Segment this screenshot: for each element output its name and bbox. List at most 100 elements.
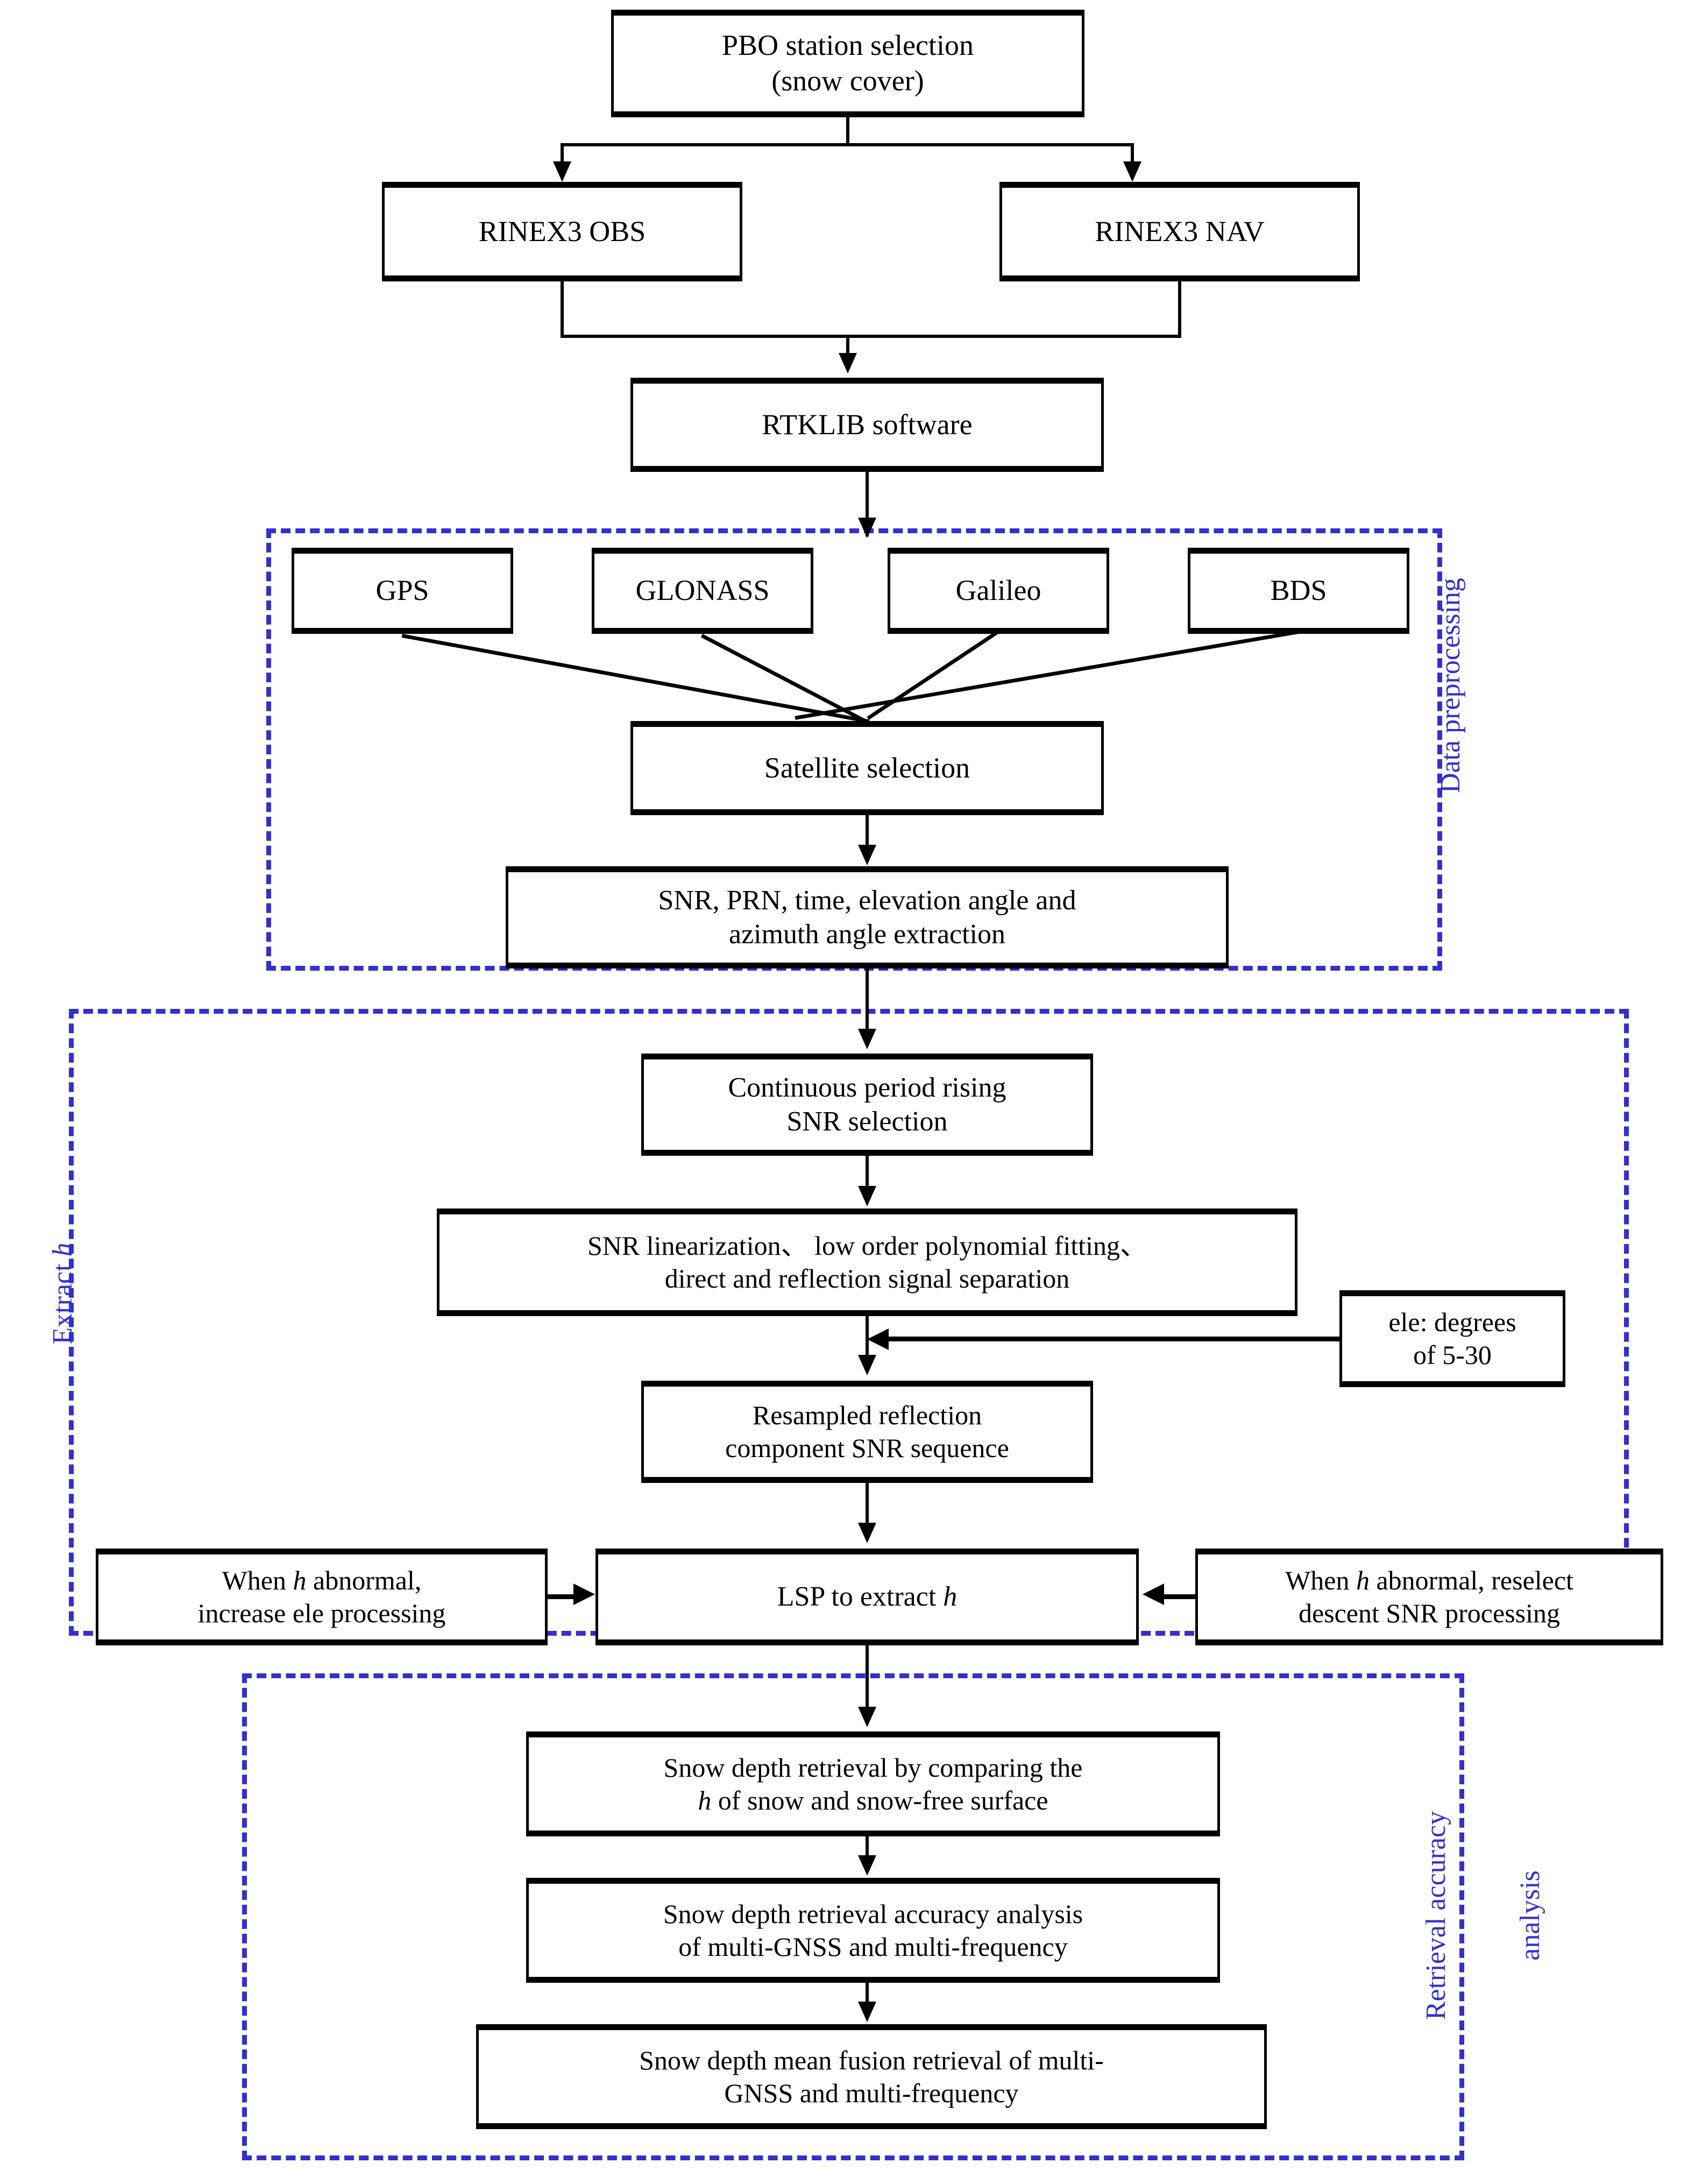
node-label: Snow depth retrieval accuracy analysis o… [658, 1898, 1088, 1963]
node-label: RTKLIB software [762, 408, 973, 441]
node-galileo[interactable]: Galileo [888, 548, 1109, 634]
node-label-line-1: Snow depth mean fusion retrieval of mult… [639, 2045, 1104, 2075]
node-label-line-2: descent SNR processing [1298, 1598, 1561, 1628]
node-ele-degrees[interactable]: ele: degrees of 5-30 [1339, 1290, 1565, 1387]
node-snow-depth-mean-fusion[interactable]: Snow depth mean fusion retrieval of mult… [476, 2024, 1267, 2129]
node-label-line-1: PBO station selection [722, 29, 974, 62]
node-label-line-1: Snow depth retrieval accuracy analysis [663, 1898, 1083, 1929]
region-label-retrieval-accuracy: Retrieval accuracy analysis [1358, 1711, 1545, 2120]
edge-pbo-bus [561, 143, 1134, 146]
arrowhead-to-continuous [858, 1029, 876, 1049]
edge-continuous-down [866, 1156, 869, 1189]
edge-satellite-down [866, 815, 869, 847]
node-label: Resampled reflection component SNR seque… [720, 1399, 1015, 1465]
edge-rtklib-down [866, 472, 869, 536]
edge-pbo-to-obs [561, 143, 564, 166]
edge-ele-to-main [888, 1337, 1342, 1341]
node-snow-depth-accuracy-analysis[interactable]: Snow depth retrieval accuracy analysis o… [526, 1878, 1220, 1983]
node-when-h-abnormal-increase-ele[interactable]: When h abnormal, increase ele processing [96, 1549, 548, 1645]
node-label-italic-h: h [698, 1785, 712, 1815]
node-lsp-extract-h[interactable]: LSP to extract h [595, 1549, 1139, 1645]
edge-right-to-lsp [1164, 1594, 1196, 1599]
node-resampled-reflection-snr[interactable]: Resampled reflection component SNR seque… [641, 1381, 1093, 1483]
node-label-italic-h: h [943, 1581, 958, 1613]
edge-resampled-down [866, 1483, 869, 1526]
arrowhead-to-resampled [858, 1355, 876, 1375]
arrowhead-to-snow-depth-retrieval [858, 1707, 876, 1727]
node-satellite-selection[interactable]: Satellite selection [630, 721, 1104, 815]
edge-pbo-down [846, 117, 849, 145]
node-bds[interactable]: BDS [1188, 548, 1409, 634]
node-label-line-1: Resampled reflection [752, 1400, 982, 1430]
node-when-h-abnormal-reselect-descent[interactable]: When h abnormal, reselect descent SNR pr… [1195, 1549, 1663, 1645]
arrowhead-to-accuracy [858, 1855, 876, 1876]
node-label-line-1-suffix: abnormal, reselect [1369, 1565, 1573, 1595]
node-label: When h abnormal, increase ele processing [193, 1564, 451, 1630]
edge-bds-to-satellite [795, 630, 1299, 720]
edge-galileo-to-satellite [867, 631, 998, 720]
node-label-line-1: SNR linearization、 low order polynomial … [587, 1231, 1147, 1261]
node-continuous-period-rising-snr[interactable]: Continuous period rising SNR selection [641, 1054, 1093, 1156]
node-label: SNR, PRN, time, elevation angle and azim… [653, 884, 1081, 952]
node-label: Galileo [955, 574, 1041, 607]
node-label: SNR linearization、 low order polynomial … [582, 1229, 1152, 1295]
arrowhead-from-ele [867, 1328, 889, 1350]
node-label: When h abnormal, reselect descent SNR pr… [1280, 1564, 1579, 1630]
node-snr-prn-extraction[interactable]: SNR, PRN, time, elevation angle and azim… [506, 866, 1229, 969]
region-label-text: Data preprocessing [1435, 578, 1466, 793]
edge-lsp-down [866, 1645, 869, 1710]
node-label-line-1-prefix: When [1285, 1565, 1356, 1595]
node-label: Snow depth mean fusion retrieval of mult… [634, 2044, 1109, 2110]
node-label-line-2: (snow cover) [771, 65, 924, 97]
node-rinex3-nav[interactable]: RINEX3 NAV [999, 182, 1360, 281]
edge-left-to-lsp [548, 1594, 575, 1599]
node-label-line-1: Snow depth retrieval by comparing the [663, 1752, 1083, 1783]
arrowhead-to-snr-extraction [858, 845, 876, 865]
node-gps[interactable]: GPS [292, 548, 513, 634]
node-snow-depth-retrieval[interactable]: Snow depth retrieval by comparing the h … [526, 1731, 1220, 1836]
node-rtklib-software[interactable]: RTKLIB software [630, 378, 1104, 472]
node-label-line-1: Continuous period rising [728, 1072, 1006, 1103]
edge-retrieval-down [866, 1836, 869, 1858]
arrowhead-to-linearization [858, 1186, 876, 1206]
arrowhead-to-rinex3-obs [553, 161, 571, 182]
node-label-italic-h: h [293, 1565, 307, 1595]
arrowhead-into-preprocessing [858, 518, 876, 538]
region-label-line-1: Retrieval accuracy [1421, 1811, 1452, 2020]
node-label: Satellite selection [764, 751, 970, 784]
node-label: PBO station selection (snow cover) [717, 28, 979, 99]
node-label-line-2: of multi-GNSS and multi-frequency [678, 1931, 1068, 1962]
region-label-line-2: analysis [1515, 1870, 1546, 1961]
node-label: BDS [1270, 574, 1327, 607]
node-label-line-2: increase ele processing [197, 1598, 446, 1628]
node-label-line-2: direct and reflection signal separation [664, 1263, 1070, 1294]
arrowhead-to-rinex3-nav [1123, 161, 1141, 182]
node-label-line-2: azimuth angle extraction [728, 919, 1005, 950]
edge-obs-down [561, 281, 564, 338]
edge-nav-down [1178, 281, 1181, 338]
node-pbo-station-selection[interactable]: PBO station selection (snow cover) [611, 10, 1084, 117]
node-label: LSP to extract h [772, 1580, 963, 1614]
arrowhead-into-lsp-left [573, 1584, 595, 1605]
node-label-italic-h: h [1356, 1565, 1370, 1595]
arrowhead-to-lsp [858, 1523, 876, 1543]
node-label: GPS [375, 574, 429, 607]
node-label-line-1-prefix: When [222, 1565, 293, 1595]
edge-accuracy-down [866, 1983, 869, 2004]
node-label-line-1-suffix: abnormal, [306, 1565, 422, 1595]
node-label: ele: degrees of 5-30 [1383, 1306, 1521, 1372]
node-label-line-1: SNR, PRN, time, elevation angle and [658, 885, 1076, 916]
node-label: GLONASS [635, 574, 770, 607]
region-label-text: Extract [47, 1256, 79, 1345]
node-label-line-1: ele: degrees [1388, 1307, 1516, 1337]
region-label-italic-h: h [47, 1242, 79, 1257]
edge-merge-bus [561, 335, 1181, 338]
node-rinex3-obs[interactable]: RINEX3 OBS [382, 182, 742, 281]
node-label-line-2: of 5-30 [1413, 1340, 1492, 1370]
region-label-extract-h: Extract h [16, 1200, 78, 1415]
node-glonass[interactable]: GLONASS [592, 548, 813, 634]
node-snr-linearization[interactable]: SNR linearization、 low order polynomial … [437, 1208, 1297, 1316]
node-label-line-2: SNR selection [786, 1106, 948, 1137]
node-label: Continuous period rising SNR selection [722, 1071, 1011, 1139]
node-label-line-2: GNSS and multi-frequency [724, 2077, 1019, 2108]
